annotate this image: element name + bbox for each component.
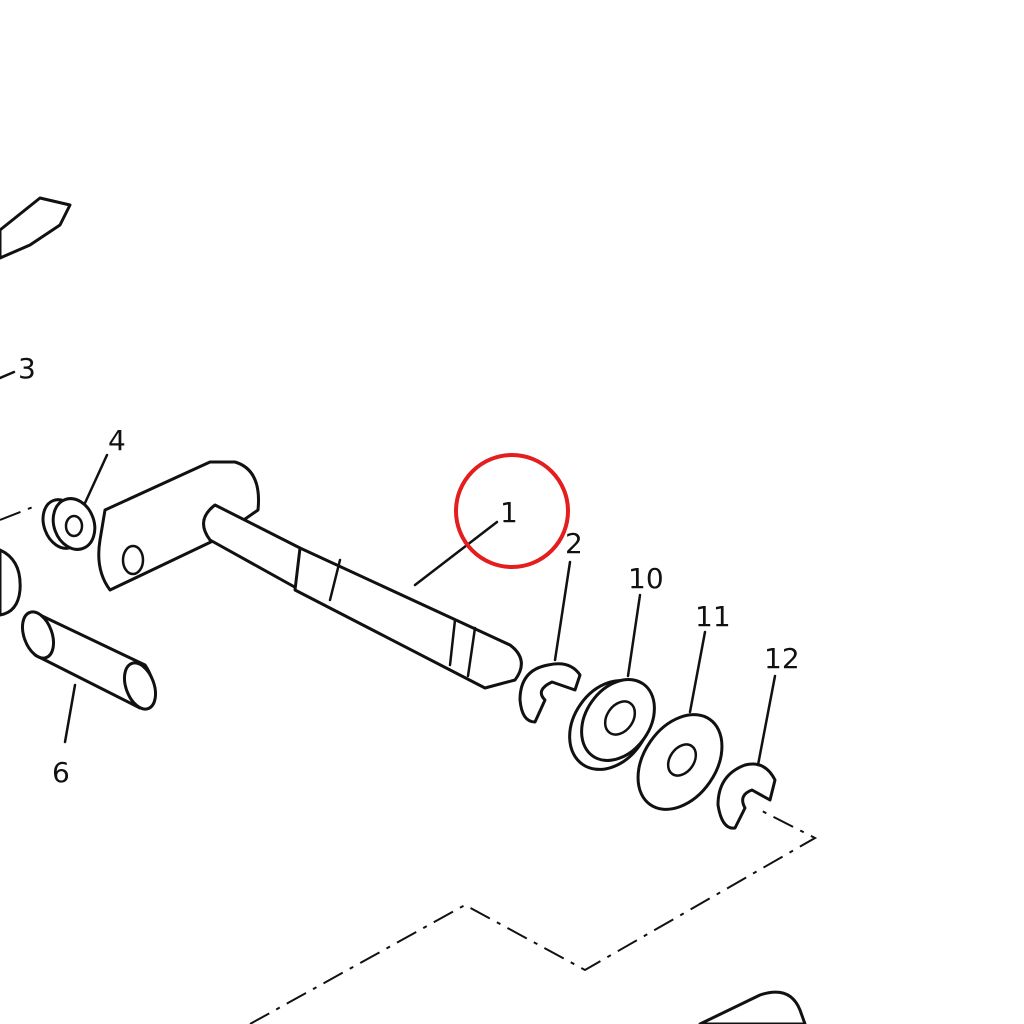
callout-2: 2	[565, 527, 583, 560]
callout-12: 12	[764, 642, 800, 675]
callout-4: 4	[108, 424, 126, 457]
part-2-circlip	[518, 662, 582, 724]
part-4-collar	[41, 497, 97, 551]
partial-part-left	[0, 548, 22, 617]
leader-6	[63, 683, 77, 744]
part-1-lever-shaft	[97, 460, 523, 690]
leader-2	[553, 560, 572, 662]
highlight-circle	[454, 453, 570, 569]
leader-1	[413, 520, 499, 587]
callout-1: 1	[500, 496, 518, 529]
leader-3	[0, 370, 16, 380]
part-12-circlip	[716, 762, 777, 830]
part-11-washer	[636, 713, 724, 811]
callout-6: 6	[52, 756, 70, 789]
callout-3: 3	[18, 352, 36, 385]
part-6-pin	[20, 610, 158, 711]
assembly-line-left	[0, 504, 39, 521]
callout-10: 10	[628, 562, 664, 595]
partial-part-top-left	[0, 196, 72, 260]
leader-12	[756, 674, 777, 767]
leader-11	[688, 630, 707, 714]
partial-part-bottom-right	[698, 990, 807, 1024]
leader-4	[83, 453, 109, 505]
part-10-oil-seal	[568, 678, 656, 771]
assembly-line-bottom	[249, 809, 818, 1024]
leader-10	[626, 593, 642, 678]
callout-11: 11	[695, 600, 731, 633]
